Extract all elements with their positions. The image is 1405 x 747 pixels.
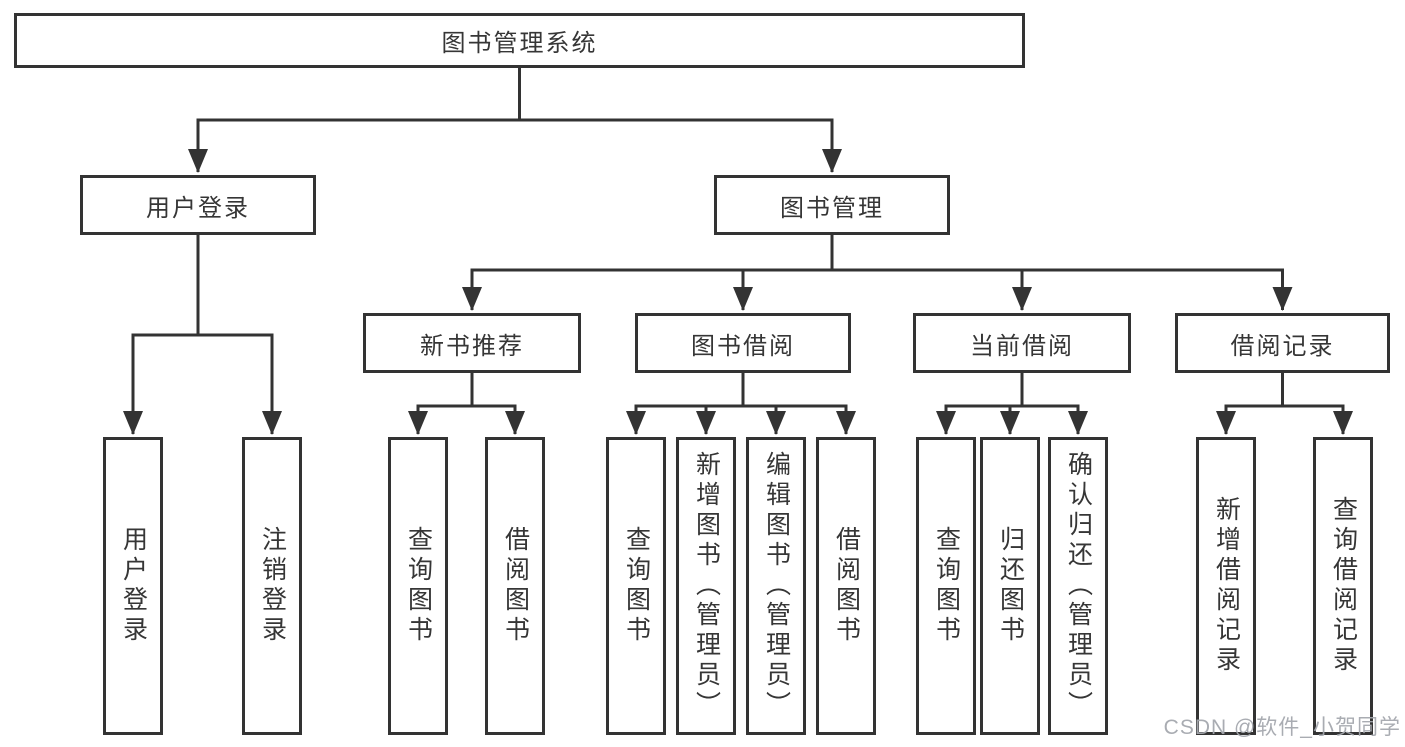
- connector-currentborrow-to-leaves: [936, 373, 1088, 435]
- leaf-return-book: 归还图书: [980, 437, 1040, 735]
- leaf-logout: 注销登录: [242, 437, 302, 735]
- node-current-borrow: 当前借阅: [913, 313, 1131, 373]
- leaf-query-books-borrow: 查询图书: [606, 437, 666, 735]
- node-book-borrow: 图书借阅: [635, 313, 851, 373]
- leaf-borrow-books: 借阅图书: [816, 437, 876, 735]
- leaf-query-books-recommend: 查询图书: [388, 437, 448, 735]
- leaf-user-login: 用户登录: [103, 437, 163, 735]
- leaf-add-borrow-record: 新增借阅记录: [1196, 437, 1256, 735]
- node-book-management: 图书管理: [714, 175, 950, 235]
- leaf-query-borrow-record: 查询借阅记录: [1313, 437, 1373, 735]
- node-user-login: 用户登录: [80, 175, 316, 235]
- node-library-management-system: 图书管理系统: [14, 13, 1025, 68]
- leaf-edit-book-admin: 编辑图书（管理员）: [746, 437, 806, 735]
- connector-userlogin-to-leaves: [123, 235, 282, 435]
- leaf-add-book-admin: 新增图书（管理员）: [676, 437, 736, 735]
- node-borrow-records: 借阅记录: [1175, 313, 1390, 373]
- connector-bookborrow-to-leaves: [626, 373, 856, 435]
- node-new-book-recommend: 新书推荐: [363, 313, 581, 373]
- leaf-query-books-current: 查询图书: [916, 437, 976, 735]
- connector-root-to-level2: [188, 68, 842, 173]
- leaf-borrow-books-recommend: 借阅图书: [485, 437, 545, 735]
- connector-newbook-to-leaves: [408, 373, 525, 435]
- connector-bookmgmt-to-level3: [462, 235, 1293, 311]
- csdn-watermark: CSDN @软件_小贺同学: [1163, 716, 1401, 739]
- leaf-confirm-return-admin: 确认归还（管理员）: [1048, 437, 1108, 735]
- connector-records-to-leaves: [1216, 373, 1353, 435]
